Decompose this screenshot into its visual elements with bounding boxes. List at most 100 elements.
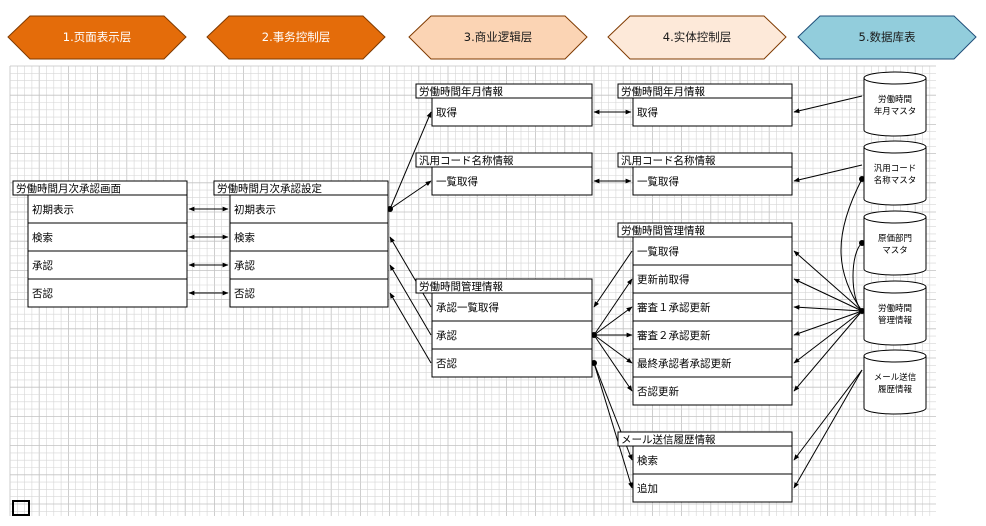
db-cylinder-body [863,356,927,415]
box-row [632,320,793,350]
layer-2: 2.事务控制层 [206,15,386,60]
db-cylinder-top [863,140,927,154]
connector-entity-db [840,178,863,312]
db-label: 履歴情報 [878,384,913,395]
box-row-label: 否認 [234,287,255,300]
box-row [431,292,593,322]
connector-business-entity [593,278,633,336]
box-row [632,264,793,294]
box-8: 労働時間管理情報一覧取得更新前取得審査１承認更新審査２承認更新最終承認者承認更新… [617,222,793,406]
database-tables: 労働時間年月マスタ汎用コード名称マスタ原価部門マスタ労働時間管理情報メール送信履… [863,71,927,415]
box-title: 汎用コード名称情報 [621,154,716,167]
connector-controller-business [389,111,432,210]
box-row-label: 承認 [436,329,457,342]
db-label: 原価部門 [878,233,912,244]
box-row-label: 最終承認者承認更新 [637,357,732,370]
box-row-label: 否認 [436,357,457,370]
db-label: 名称マスタ [874,175,917,186]
db-cylinder-body [863,147,927,206]
box-title: 労働時間管理情報 [419,280,503,293]
db-cylinder-body [863,287,927,346]
box-title: 労働時間月次承認設定 [217,182,322,195]
box-row [27,278,188,308]
box-row [431,348,593,378]
connector-controller-business [389,292,432,364]
layer-4: 4.实体控制层 [607,15,787,60]
connector-entity-db [793,310,863,392]
connector-controller-business [389,236,432,308]
db-label: 労働時間 [878,303,912,314]
connector-entity-db [793,304,863,312]
box-row [27,222,188,252]
box-title: 労働時間月次承認画面 [16,182,121,195]
connector-business-entity [593,362,633,489]
connector-entity-db [852,242,863,312]
box-row [632,292,793,322]
box-row-label: 初期表示 [234,203,276,216]
db-cylinder-top [863,210,927,224]
box-row-label: 一覧取得 [637,175,679,188]
box-row-label: 一覧取得 [436,175,478,188]
box-title: 労働時間年月情報 [419,85,503,98]
box-row [632,376,793,406]
connector-entity-db [793,278,863,312]
box-row-label: 検索 [637,454,658,467]
db-table-4: 労働時間管理情報 [863,280,927,346]
box-title: 汎用コード名称情報 [419,154,514,167]
db-cylinder-top [863,280,927,294]
layer-label: 4.实体控制层 [663,30,731,44]
connector-entity-db [793,250,863,312]
box-row-label: 承認 [32,259,53,272]
box-row [229,278,389,308]
connector-entity-db [793,369,863,461]
db-cylinder-top [863,71,927,85]
db-label: 労働時間 [878,94,912,105]
db-label: 年月マスタ [874,106,917,117]
connector-controller-business [389,264,432,336]
box-row-label: 審査２承認更新 [637,329,711,342]
box-row-label: 否認 [32,287,53,300]
db-label: メール送信 [874,372,917,383]
connector-entity-db [793,310,863,364]
db-label: マスタ [882,246,908,256]
layer-label: 5.数据库表 [859,30,916,44]
connector-entity-db [793,164,863,183]
box-row-label: 審査１承認更新 [637,301,711,314]
connector-controller-business [389,180,432,210]
box-row [632,473,793,503]
box-row [632,348,793,378]
connector-entity-db [793,95,863,114]
box-title: 労働時間管理情報 [621,224,705,237]
box-row-label: 承認一覧取得 [436,301,499,314]
box-row-label: 追加 [637,482,658,495]
connector-entity-db [793,310,863,336]
box-row [27,250,188,280]
connector-lines [188,95,865,489]
layer-shape [797,15,977,60]
box-row-label: 承認 [234,259,255,272]
box-row-label: 検索 [32,231,53,244]
connector-business-entity [593,306,633,336]
box-row-label: 一覧取得 [637,245,679,258]
box-row-label: 検索 [234,231,255,244]
box-row-label: 初期表示 [32,203,74,216]
component-boxes: 労働時間月次承認画面初期表示検索承認否認労働時間月次承認設定初期表示検索承認否認… [12,83,793,503]
layer-label: 1.页面表示层 [63,30,131,44]
box-title: メール送信履歴情報 [621,433,716,446]
layer-shape [206,15,386,60]
box-row-label: 更新前取得 [637,273,690,286]
anchor-marker [12,500,30,516]
